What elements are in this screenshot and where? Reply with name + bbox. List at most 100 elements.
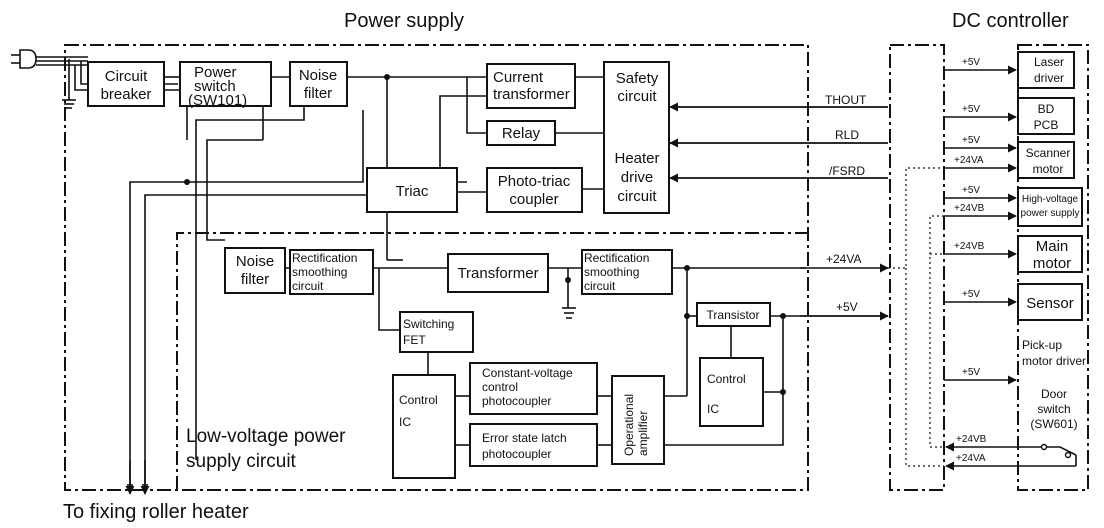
svg-text:Noise: Noise	[299, 67, 337, 84]
transistor-block: Transistor	[696, 302, 771, 327]
svg-text:Sensor: Sensor	[1026, 295, 1074, 312]
dc-output-wires	[944, 65, 1077, 471]
circuit-breaker-block: Circuit breaker	[87, 61, 165, 107]
rld-label: RLD	[835, 128, 859, 142]
svg-text:filter: filter	[304, 85, 332, 102]
noise-filter-low-block: Noise filter	[224, 247, 286, 294]
relay-block: Relay	[486, 120, 556, 146]
svg-text:Scanner: Scanner	[1026, 146, 1071, 160]
svg-text:Door: Door	[1041, 387, 1067, 401]
high-voltage-power-supply-block: High-voltage power supply	[1017, 187, 1083, 227]
constant-voltage-photocoupler-block: Constant-voltage control photocoupler	[469, 362, 598, 415]
v5-label: +5V	[836, 300, 858, 314]
scanner-motor-block: Scanner motor	[1017, 141, 1075, 179]
svg-text:FET: FET	[403, 333, 426, 347]
junctions	[184, 74, 786, 395]
svg-text:circuit: circuit	[292, 279, 324, 293]
svg-text:motor driver: motor driver	[1022, 354, 1086, 368]
svg-text:+5V: +5V	[962, 367, 980, 378]
svg-text:driver: driver	[1034, 71, 1064, 85]
svg-text:Control: Control	[399, 393, 438, 407]
svg-text:Transistor: Transistor	[707, 308, 760, 322]
svg-text:Pick-up: Pick-up	[1022, 338, 1062, 352]
svg-text:Control: Control	[707, 372, 746, 386]
svg-text:coupler: coupler	[509, 191, 558, 208]
svg-text:motor: motor	[1033, 255, 1071, 272]
pickup-motor-driver-block: Pick-up motor driver	[1022, 338, 1086, 368]
fsrd-label: /FSRD	[829, 164, 865, 178]
svg-text:Safety: Safety	[616, 70, 659, 87]
door-switch-block: Door switch (SW601)	[1030, 387, 1078, 459]
svg-text:Laser: Laser	[1034, 55, 1064, 69]
svg-text:amplifier: amplifier	[636, 411, 650, 456]
svg-text:+5V: +5V	[962, 57, 980, 68]
svg-text:Switching: Switching	[403, 317, 454, 331]
svg-text:transformer: transformer	[493, 86, 570, 103]
thout-label: THOUT	[825, 93, 867, 107]
svg-text:Relay: Relay	[502, 125, 541, 142]
svg-text:IC: IC	[707, 402, 719, 416]
low-voltage-label-line2: supply circuit	[186, 451, 297, 472]
rectification-2-block: Rectification smoothing circuit	[581, 249, 673, 295]
sensor-block: Sensor	[1017, 283, 1083, 321]
svg-text:+5V: +5V	[962, 104, 980, 115]
power-switch-block: Power switch (SW101)	[179, 61, 272, 109]
svg-text:Operational: Operational	[622, 394, 636, 456]
svg-text:Noise: Noise	[236, 253, 274, 270]
ground-icon	[62, 59, 76, 109]
svg-text:Error state latch: Error state latch	[482, 431, 567, 445]
svg-text:motor: motor	[1033, 162, 1064, 176]
svg-text:+24VB: +24VB	[954, 203, 985, 214]
svg-text:+24VA: +24VA	[956, 453, 986, 464]
svg-text:Current: Current	[493, 69, 544, 86]
svg-text:PCB: PCB	[1034, 118, 1059, 132]
svg-text:Main: Main	[1036, 238, 1069, 255]
switching-fet-block: Switching FET	[399, 311, 474, 353]
svg-text:drive: drive	[621, 169, 654, 186]
svg-text:smoothing: smoothing	[584, 265, 639, 279]
svg-text:+5V: +5V	[962, 185, 980, 196]
svg-text:photocoupler: photocoupler	[482, 394, 551, 408]
power-supply-boundary	[64, 44, 809, 491]
svg-text:Triac: Triac	[396, 183, 429, 200]
svg-text:smoothing: smoothing	[292, 265, 347, 279]
dc-internal-dotted	[888, 167, 944, 467]
safety-heater-block: Safety circuit Heater drive circuit	[603, 61, 670, 214]
svg-text:photocoupler: photocoupler	[482, 447, 551, 461]
svg-text:control: control	[482, 380, 518, 394]
noise-filter-top-block: Noise filter	[289, 61, 348, 107]
wiring	[127, 76, 888, 486]
rectification-1-block: Rectification smoothing circuit	[289, 249, 374, 295]
svg-text:switch: switch	[194, 78, 236, 95]
svg-text:Power: Power	[194, 64, 237, 81]
svg-text:filter: filter	[241, 271, 269, 288]
control-arrows	[125, 102, 889, 495]
low-voltage-boundary	[176, 232, 808, 490]
svg-text:Photo-triac: Photo-triac	[498, 173, 571, 190]
svg-text:+5V: +5V	[962, 289, 980, 300]
svg-text:+24VB: +24VB	[954, 241, 985, 252]
svg-text:Transformer: Transformer	[457, 265, 538, 282]
svg-text:+24VA: +24VA	[954, 155, 984, 166]
svg-text:Rectification: Rectification	[584, 251, 649, 265]
rail-labels: +5V +5V +5V +24VA +5V +24VB +24VB +5V +5…	[954, 57, 987, 464]
bd-pcb-block: BD PCB	[1017, 97, 1075, 135]
main-motor-block: Main motor	[1017, 235, 1083, 273]
svg-text:breaker: breaker	[101, 86, 152, 103]
photo-triac-block: Photo-triac coupler	[486, 167, 583, 213]
fixing-heater-title: To fixing roller heater	[63, 501, 249, 523]
svg-text:power supply: power supply	[1021, 208, 1080, 219]
svg-text:BD: BD	[1038, 102, 1055, 116]
svg-text:IC: IC	[399, 415, 411, 429]
svg-text:+5V: +5V	[962, 135, 980, 146]
current-transformer-block: Current transformer	[486, 63, 576, 109]
low-voltage-label-line1: Low-voltage power	[186, 426, 346, 447]
power-supply-title: Power supply	[344, 10, 464, 32]
control-ic-right-block: Control IC	[699, 357, 764, 427]
dc-controller-title: DC controller	[952, 10, 1069, 32]
svg-text:Constant-voltage: Constant-voltage	[482, 366, 573, 380]
laser-driver-block: Laser driver	[1017, 51, 1075, 89]
error-latch-photocoupler-block: Error state latch photocoupler	[469, 423, 598, 467]
v24va-label: +24VA	[826, 252, 861, 266]
